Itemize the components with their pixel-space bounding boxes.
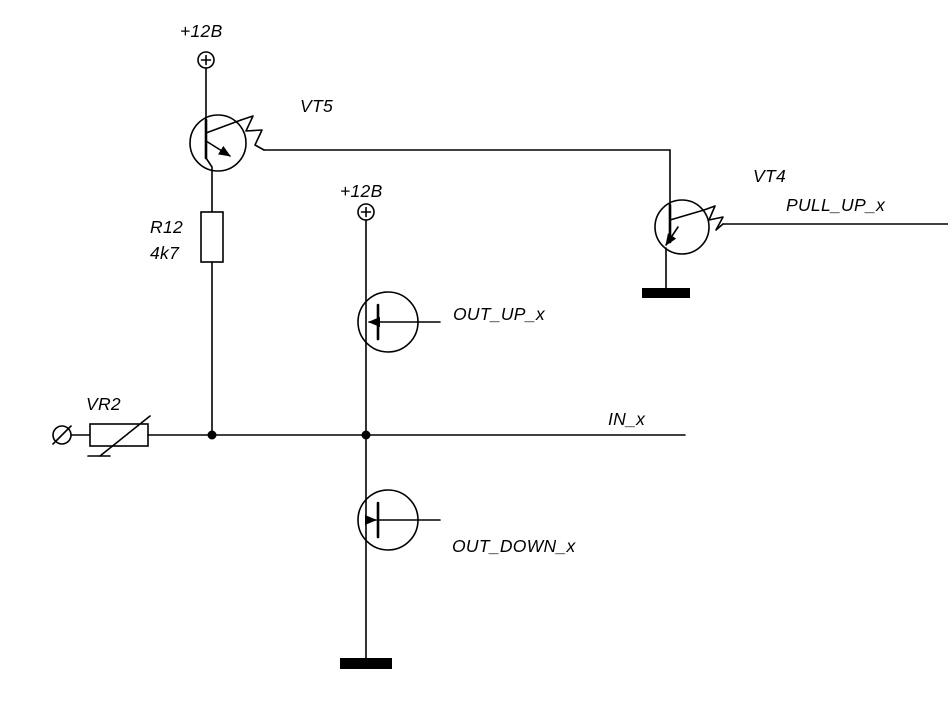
transistor-vt5-symbol (189, 114, 265, 213)
ground-vt4-icon (642, 288, 690, 298)
label-power-mid: +12B (340, 181, 383, 201)
label-r12-ref: R12 (150, 217, 183, 237)
power-terminal-top-icon (197, 51, 215, 125)
resistor-r12-symbol (200, 211, 224, 436)
label-out-down: OUT_DOWN_x (452, 536, 577, 556)
label-vr2: VR2 (86, 394, 121, 414)
wire-vt5-to-vt4 (263, 149, 671, 206)
vt4-emitter-squiggle (703, 205, 724, 231)
varistor-vr2-symbol (87, 415, 151, 457)
junction-dot (207, 430, 217, 440)
ground-main-icon (340, 658, 392, 669)
label-power-top: +12B (180, 21, 223, 41)
label-in-net: IN_x (608, 409, 646, 429)
mosfet-out-up-symbol (357, 291, 441, 353)
wire-in-net (147, 430, 686, 440)
mosfet-out-down-symbol (357, 489, 441, 551)
label-pull-up: PULL_UP_x (786, 195, 886, 215)
vt5-emitter-squiggle (240, 115, 265, 151)
label-out-up: OUT_UP_x (453, 304, 546, 324)
input-terminal-icon (52, 425, 91, 445)
power-terminal-mid-icon (357, 203, 375, 221)
label-r12-value: 4k7 (150, 243, 180, 263)
transistor-vt4-symbol (654, 199, 724, 289)
label-vt5: VT5 (300, 96, 333, 116)
label-vt4: VT4 (753, 166, 786, 186)
